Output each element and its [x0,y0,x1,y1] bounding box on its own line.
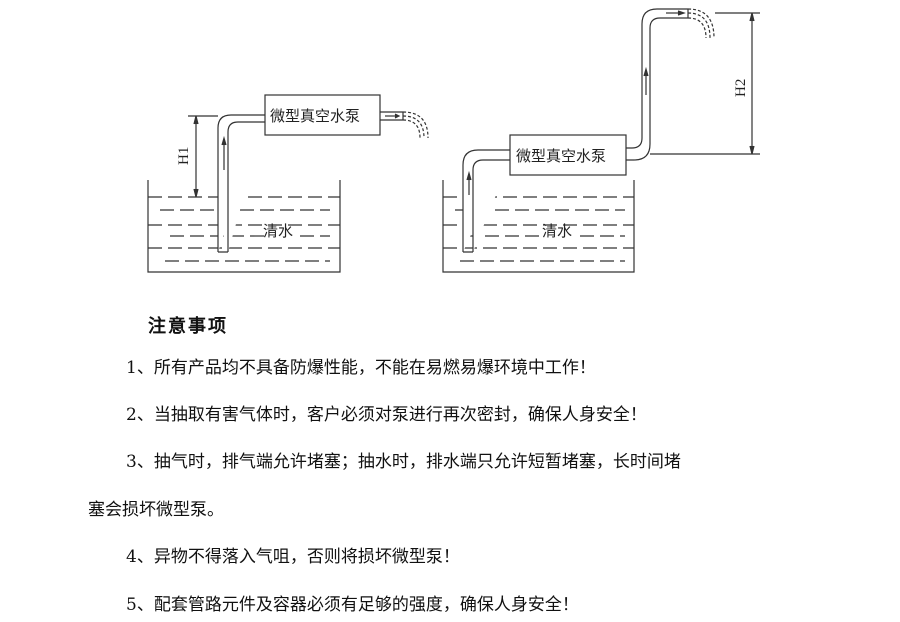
inlet-pipe-left [217,114,265,253]
pump-diagrams: 微型真空水泵 清水 H1 微型真空水泵 清水 H2 [147,8,760,273]
water-label-left: 清水 [263,222,293,240]
h1-label: H1 [176,147,192,165]
outlet-dashed-left [402,111,429,139]
note-item: 4、异物不得落入气咀，否则将损坏微型泵！ [126,547,460,567]
diagram-left [147,94,429,273]
pump-box-right [509,134,627,176]
tank-right [442,180,635,273]
pump-label-right: 微型真空水泵 [516,147,606,165]
note-item: 1、所有产品均不具备防爆性能，不能在易燃易爆环境中工作！ [126,358,596,378]
outlet-pipe-right [626,8,689,161]
outlet-dashed-right [687,8,715,39]
water-label-right: 清水 [542,222,572,240]
pump-label-left: 微型真空水泵 [270,107,360,125]
inlet-pipe-right [462,149,510,253]
h1-dimension [188,115,218,198]
h2-dimension [650,12,760,155]
notes-title: 注意事项 [148,316,228,337]
note-item: 3、抽气时，排气端允许堵塞；抽水时，排水端只允许短暂堵塞，长时间堵 [126,452,681,472]
pump-box-left [264,94,381,136]
note-item: 5、配套管路元件及容器必须有足够的强度，确保人身安全！ [126,595,579,615]
note-item: 2、当抽取有害气体时，客户必须对泵进行再次密封，确保人身安全！ [126,405,647,425]
tank-left [147,180,341,273]
note-item-continued: 塞会损坏微型泵。 [88,500,224,520]
water-lines-left [148,196,340,262]
diagram-right [442,8,760,273]
h2-label: H2 [733,79,749,97]
